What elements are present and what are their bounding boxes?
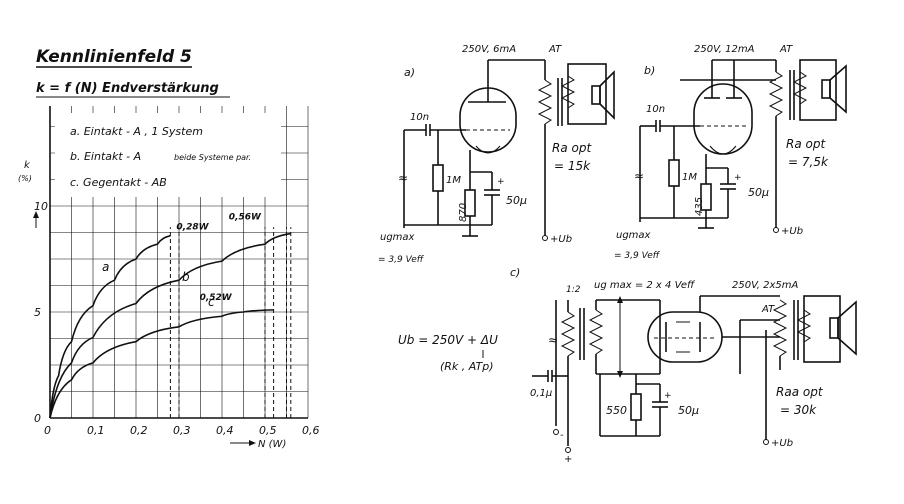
circuit-c-tag: c) <box>510 266 520 279</box>
circuit-a: a) 250V, 6mA AT +Ub Ra opt = 15k 10n ≈ <box>378 44 615 265</box>
series-line-c <box>49 309 274 419</box>
y-axis-label: k <box>24 160 31 171</box>
legend-item-a: a. Eintakt - A , 1 System <box>70 125 203 138</box>
circuit-c-rk-note: (Rk , ATp) <box>440 360 494 373</box>
circuit-b-rgrid: 1M <box>682 172 697 183</box>
chart-subtitle: k = f (N) Endverstärkung <box>36 81 219 96</box>
circuit-b-ra: Ra opt <box>786 137 826 151</box>
circuit-a-ug-value: = 3,9 Veff <box>378 255 425 265</box>
series-end-label-a: 0,28W <box>176 223 209 233</box>
series-line-b <box>49 232 291 419</box>
circuit-b-rk: 435 <box>694 197 705 216</box>
circuit-b-tag: b) <box>644 64 655 77</box>
x-tick-label: 0,1 <box>87 424 105 437</box>
y-tick-label: 0 <box>34 412 41 425</box>
circuit-b-ac-icon: ≈ <box>634 169 644 183</box>
x-tick-label: 0,6 <box>302 424 320 437</box>
circuit-a-ra: Ra opt <box>552 141 592 155</box>
circuit-b-ck: 50µ <box>748 186 769 199</box>
circuit-c-ck: 50µ <box>678 404 699 417</box>
chart-title: Kennlinienfeld 5 <box>36 47 192 67</box>
series-name-b: b <box>182 270 190 284</box>
series-end-label-c: 0,52W <box>200 293 233 303</box>
circuit-c-raa: Raa opt <box>776 385 824 399</box>
circuit-c-rk: 550 <box>606 404 627 417</box>
circuit-a-ra-value: = 15k <box>554 159 591 173</box>
series-name-c: c <box>208 295 215 309</box>
speaker-b-icon <box>821 79 831 99</box>
circuit-a-ck: 50µ <box>506 194 527 207</box>
speaker-c-icon <box>829 317 839 339</box>
circuit-b-cap: 10n <box>646 104 665 115</box>
circuit-b-supply: 250V, 12mA <box>694 44 755 55</box>
circuit-c-supply: 250V, 2x5mA <box>732 280 799 291</box>
circuit-c: c) 1:2 ug max = 2 x 4 Veff 250V, 2x5mA A… <box>398 266 857 465</box>
legend-box <box>55 113 281 197</box>
circuit-b: b) 250V, 12mA AT +Ub Ra opt = 7,5k 10n ≈ <box>614 44 847 261</box>
x-tick-label: 0,4 <box>216 424 234 437</box>
output-transformer-primary <box>772 299 788 357</box>
circuit-b-ub: +Ub <box>781 226 803 237</box>
y-tick-label: 10 <box>34 200 48 213</box>
circuit-b-ug-value: = 3,9 Veff <box>614 251 661 261</box>
x-tick-label: 0,3 <box>173 424 191 437</box>
circuit-a-ac-icon: ≈ <box>398 171 408 185</box>
input-transformer-primary <box>560 311 576 357</box>
svg-text:+: + <box>664 391 672 401</box>
legend-item-b: b. Eintakt - A <box>70 150 141 163</box>
legend-item-b-note: beide Systeme par. <box>174 153 251 162</box>
circuit-c-raa-value: = 30k <box>780 403 817 417</box>
x-tick-label: 0,2 <box>130 424 148 437</box>
circuit-c-plus: + <box>564 454 572 465</box>
tube-a-heater <box>475 145 501 154</box>
transformer-a-primary <box>537 79 553 125</box>
circuit-c-at: AT <box>761 304 775 315</box>
circuit-a-ub: +Ub <box>550 234 572 245</box>
series-line-a <box>49 234 171 419</box>
input-transformer-secondary <box>588 309 604 355</box>
circuit-a-supply: 250V, 6mA <box>462 44 516 55</box>
circuit-c-cap: 0,1µ <box>530 388 552 399</box>
y-arrow-head <box>33 211 39 218</box>
circuit-c-ub-formula: Ub = 250V + ΔU <box>398 333 498 347</box>
circuit-a-tag: a) <box>404 66 415 79</box>
circuit-c-minus: - <box>560 430 564 441</box>
circuit-b-ra-value: = 7,5k <box>788 155 829 169</box>
series-end-label-b: 0,56W <box>229 213 262 223</box>
x-tick-label: 0 <box>44 424 51 437</box>
circuit-b-ug: ugmax <box>616 230 651 241</box>
x-tick-label: 0,5 <box>259 424 277 437</box>
chart-ticks: 0 0,1 0,2 0,3 0,4 0,5 0,6 0 5 10 <box>34 200 320 437</box>
svg-text:+: + <box>734 173 742 183</box>
svg-text:+: + <box>497 177 505 187</box>
circuit-c-ub: +Ub <box>771 438 793 449</box>
x-axis-label: N (W) <box>258 439 286 450</box>
circuit-a-rk: 870 <box>458 203 469 222</box>
circuit-c-ac-icon: ≈ <box>548 333 558 347</box>
tube-b-icon <box>693 83 753 155</box>
series-name-a: a <box>102 260 109 274</box>
circuit-c-ratio: 1:2 <box>566 285 581 295</box>
circuit-b-at: AT <box>779 44 793 55</box>
speaker-a-box <box>567 63 607 125</box>
legend-item-c: c. Gegentakt - AB <box>70 176 167 189</box>
circuit-a-at: AT <box>548 44 562 55</box>
circuit-a-cap: 10n <box>410 112 429 123</box>
y-axis-unit: (%) <box>18 174 32 183</box>
tube-c-icon <box>647 311 723 363</box>
circuit-a-rgrid: 1M <box>446 175 461 186</box>
x-arrow-head <box>249 440 256 446</box>
y-tick-label: 5 <box>34 306 41 319</box>
circuit-c-drive: ug max = 2 x 4 Veff <box>594 280 696 291</box>
speaker-a-icon <box>591 85 601 105</box>
chart: Kennlinienfeld 5 k = f (N) Endverstärkun… <box>18 47 320 450</box>
circuit-a-ug: ugmax <box>380 232 415 243</box>
